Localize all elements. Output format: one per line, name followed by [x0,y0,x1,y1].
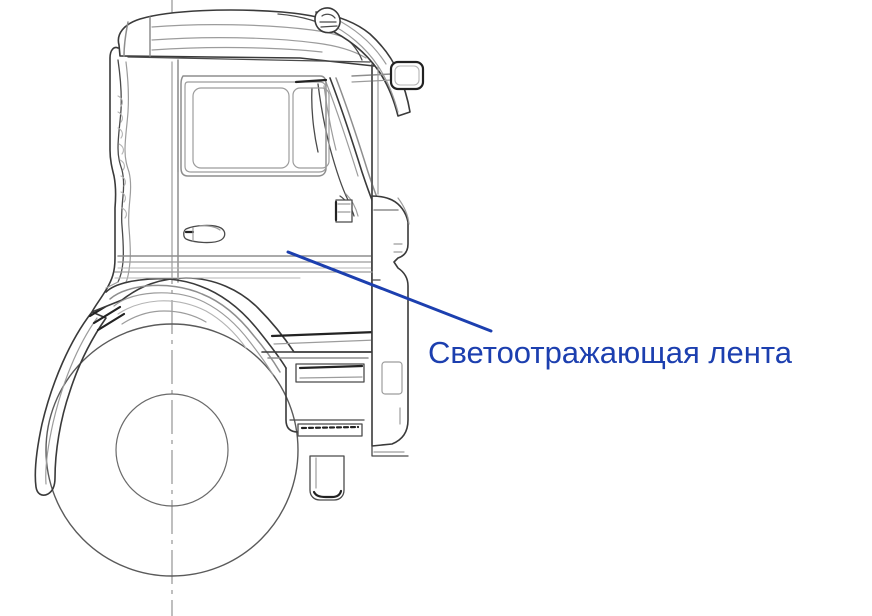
front-bumper [371,195,410,447]
door-vent-window [292,87,330,169]
front-panel-joint [371,63,409,457]
cab-rear-sill [105,271,373,289]
cab-body-outline [91,46,373,353]
cab-front-corner-detail [334,193,359,223]
front-mudflap [34,298,126,496]
front-wheel [45,323,299,577]
roof-beacon-mount [314,7,341,34]
bumper-light-panel [381,361,403,395]
annotation-leader-line [286,250,493,333]
reflective-tape-label: Светоотражающая лента [428,335,792,370]
cab-entry-step [261,330,378,437]
door-window-main-pane [192,87,290,169]
front-wheel-arch-fender [105,277,287,376]
roof-air-deflector [117,9,375,67]
lower-step-pad [309,455,345,501]
door-window-assembly [177,75,330,177]
door-handle [183,224,226,244]
door-panel [117,59,179,283]
